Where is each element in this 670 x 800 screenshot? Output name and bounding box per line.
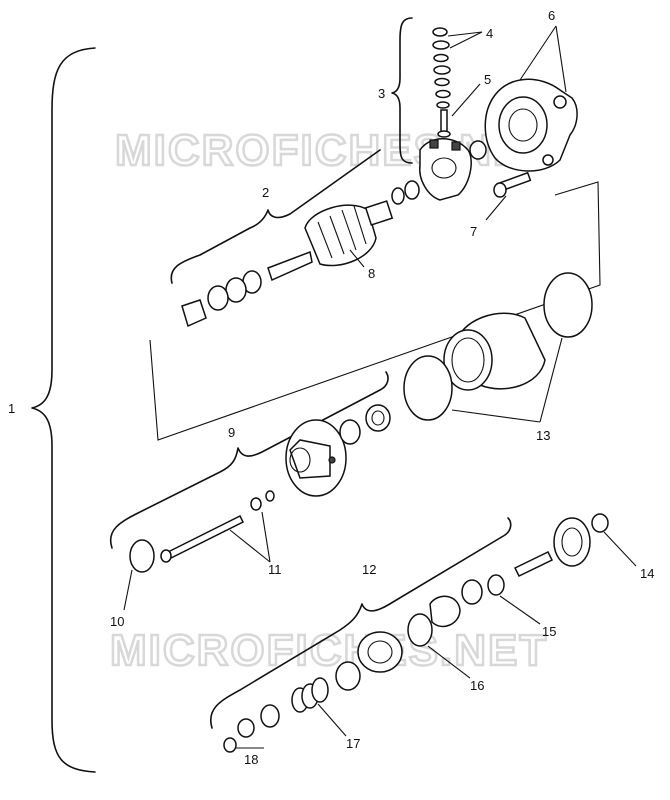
callout-10: 10 [110, 614, 124, 629]
callout-9: 9 [228, 425, 235, 440]
callout-15: 15 [542, 624, 556, 639]
part-washer-d [225, 277, 247, 303]
callout-2: 2 [262, 185, 269, 200]
callout-11: 11 [268, 562, 282, 577]
callout-17: 17 [346, 736, 360, 751]
leader-lines [123, 25, 637, 749]
callout-16: 16 [470, 678, 484, 693]
brace-2 [170, 149, 381, 284]
callout-12: 12 [362, 562, 376, 577]
brace-3 [391, 17, 413, 164]
part-bearing-b-inner [371, 410, 385, 426]
part-14-drive-gear-shaft [513, 513, 609, 577]
part-11-long-bolt [160, 490, 275, 563]
part-bearing-b [365, 404, 391, 432]
part-washer-b [404, 180, 420, 200]
part-bearing-a [339, 419, 361, 445]
part-7-through-bolt [493, 171, 532, 198]
part-6-end-cap [484, 78, 578, 172]
part-13-yoke-housing [403, 272, 593, 421]
callout-14: 14 [640, 566, 654, 581]
callout-7: 7 [470, 224, 477, 239]
part-washer-g [260, 704, 280, 728]
callout-1: 1 [8, 401, 15, 416]
part-15-snap-ring [487, 574, 505, 596]
part-washer-a [391, 187, 405, 205]
armature-group-outline [149, 181, 601, 441]
part-4-nut-stack [432, 27, 451, 109]
callout-6: 6 [548, 8, 555, 23]
part-washer-e [207, 285, 229, 311]
part-18-washer [223, 737, 237, 753]
callout-3: 3 [378, 86, 385, 101]
part-8-armature [267, 200, 394, 282]
brace-9 [109, 371, 389, 549]
callout-18: 18 [244, 752, 258, 767]
part-washer-f [461, 579, 483, 605]
part-lock-plate [181, 299, 207, 328]
part-5-terminal-bolt [437, 109, 451, 138]
part-sleeve [335, 661, 361, 691]
callout-8: 8 [368, 266, 375, 281]
part-brush-plate [419, 138, 472, 201]
part-clutch-plate [429, 595, 461, 628]
callout-4: 4 [486, 26, 493, 41]
part-16-ring [407, 613, 433, 647]
callout-13: 13 [536, 428, 550, 443]
part-clutch-gear [357, 631, 403, 673]
part-washer-h [237, 718, 255, 738]
brace-12 [209, 517, 512, 729]
part-10-o-ring [129, 539, 155, 573]
part-9-drive-housing [285, 419, 347, 497]
brace-1 [31, 47, 96, 773]
part-17-spring [291, 677, 329, 713]
watermark-bottom: MICROFICHES.NET [110, 626, 548, 675]
part-bushing [469, 140, 487, 160]
callout-5: 5 [484, 72, 491, 87]
